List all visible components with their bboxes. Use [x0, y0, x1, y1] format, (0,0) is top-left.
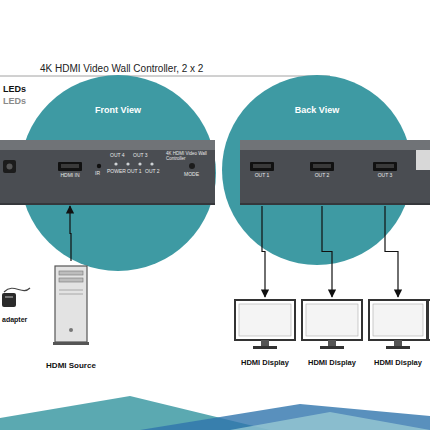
node-text: HDMI IN [60, 173, 79, 179]
button-label: MODE [184, 172, 199, 178]
node-text: HDMI Display [308, 359, 356, 368]
port-label: IR [95, 171, 100, 177]
hdmi-monitor [235, 300, 295, 349]
led-heading: LEDs [3, 96, 26, 106]
hdmi-display: HDMI Display [301, 298, 363, 370]
decor-triangle [230, 412, 430, 430]
device-name: 4K HDMI Video Wall Controller [166, 151, 210, 161]
node-text: OUT 2 [315, 173, 330, 179]
node-text: HDMI Source [46, 361, 96, 370]
front-device [0, 140, 215, 205]
title-rule [0, 76, 330, 77]
led-label: OUT 2 [145, 169, 160, 175]
title: 4K HDMI Video Wall Controller, 2 x 2 [40, 63, 203, 75]
led-heading: LEDs [3, 84, 26, 94]
hdmi-monitor [302, 300, 362, 349]
led-label: OUT 3 [133, 153, 148, 159]
hdmi-monitor-partial [428, 300, 430, 340]
hdmi-port: OUT 2 [307, 160, 337, 205]
signal-arrow [322, 206, 332, 297]
view-circle-fill [222, 75, 412, 265]
hdmi-port: OUT 3 [370, 160, 400, 205]
signal-arrow [262, 206, 265, 297]
back-device [240, 140, 430, 205]
power-adapter [2, 288, 30, 307]
hdmi-port: OUT 1 [247, 160, 277, 205]
node-text: OUT 1 [255, 173, 270, 179]
hdmi-monitor [369, 300, 427, 349]
node-text: HDMI Display [241, 359, 289, 368]
decor-triangle [140, 404, 430, 430]
adapter-label: adapter [2, 316, 27, 324]
led-label: OUT 4 [110, 153, 125, 159]
signal-arrow [70, 206, 71, 261]
pc-tower [53, 266, 89, 345]
led-label: OUT 1 [127, 169, 142, 175]
led-label: POWER [107, 169, 126, 175]
hdmi-display: HDMI Display [367, 298, 429, 370]
node-text: OUT 3 [378, 173, 393, 179]
node-text: Back View [295, 105, 339, 115]
hdmi-display: HDMI Display [234, 298, 296, 370]
hdmi-source: HDMI Source [38, 262, 104, 372]
node-text: Front View [95, 105, 141, 115]
hdmi-port: HDMI IN [52, 160, 88, 205]
node-text: HDMI Display [374, 359, 422, 368]
signal-arrow [385, 206, 398, 297]
